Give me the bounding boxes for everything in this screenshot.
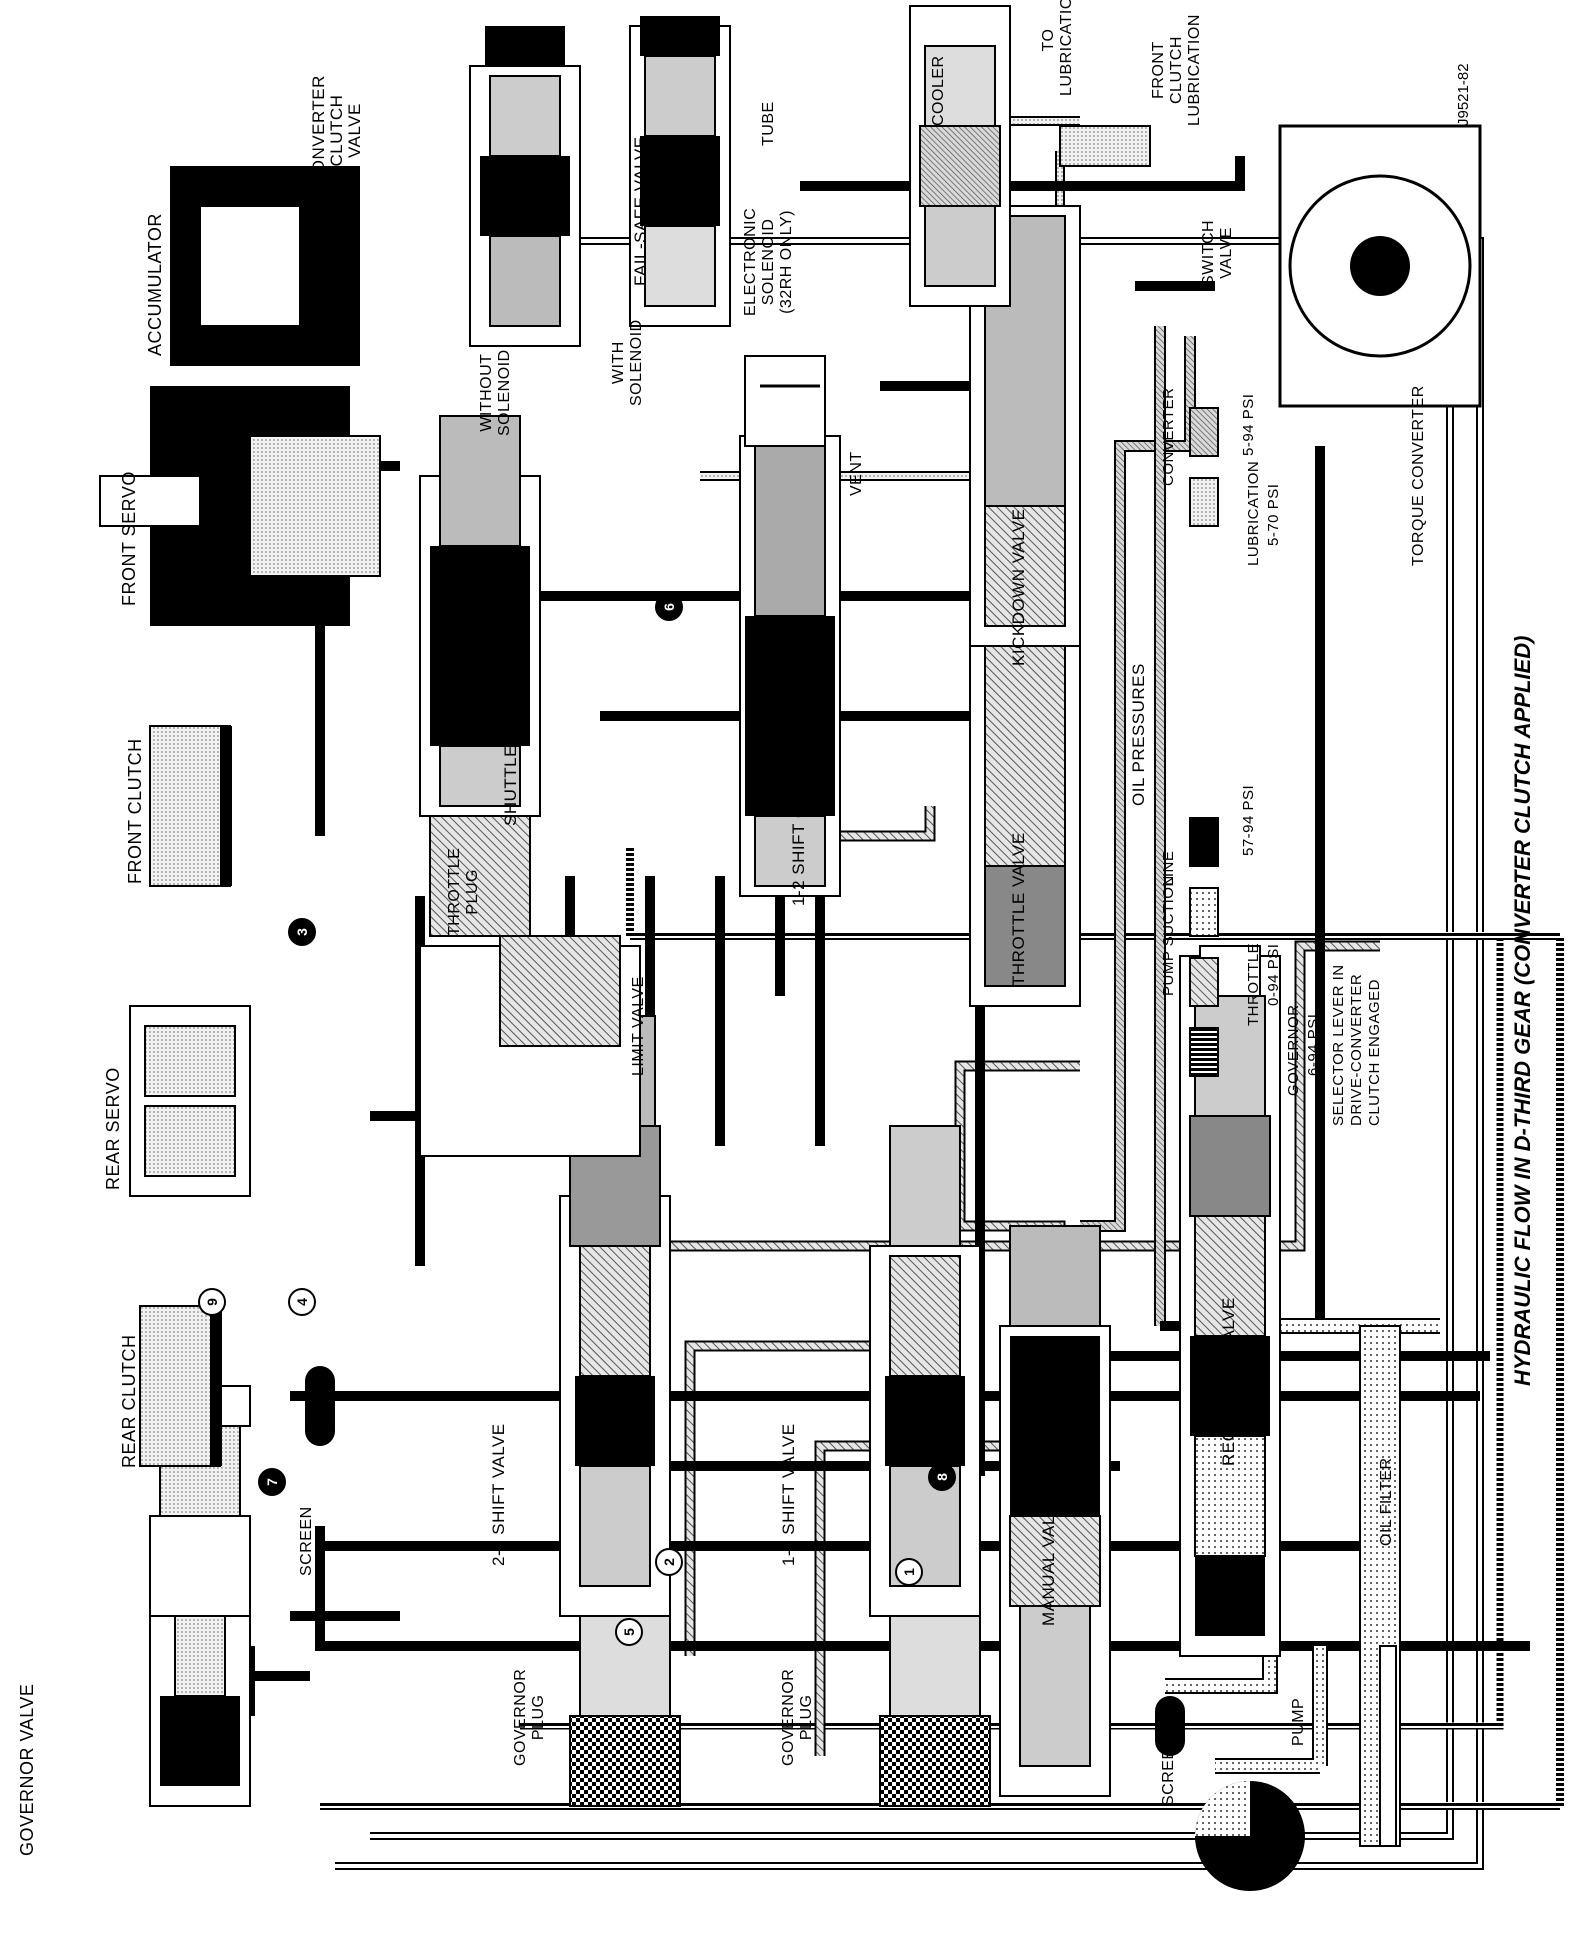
torque-converter-label: TORQUE CONVERTER: [1410, 385, 1427, 566]
to-lubrication-label: TO LUBRICATION: [1040, 0, 1075, 96]
switch-valve-body: [909, 5, 1011, 307]
check-ball-9: 9: [198, 1288, 226, 1316]
legend-throttle-psi: 0-94 PSI: [1265, 943, 1282, 1006]
with-solenoid-label: WITH SOLENOID: [610, 319, 645, 406]
check-ball-5: 5: [615, 1618, 643, 1646]
fail-safe-valve-label: FAIL-SAFE VALVE: [631, 136, 650, 286]
legend-throttle-name: THROTTLE: [1245, 942, 1262, 1026]
front-servo-body: [99, 386, 381, 626]
legend-swatches: [1189, 407, 1219, 1077]
torque-converter-body: [1278, 124, 1482, 408]
legend-swatch-converter: [1189, 407, 1219, 457]
check-ball-7: 7: [258, 1468, 286, 1496]
throttle-pressure-lines: [594, 806, 1380, 1756]
shift-valve-12-label: 1-2 SHIFT VALVE: [779, 1423, 798, 1566]
shuttle-valve-body: [419, 415, 541, 817]
legend-line-psi: 57-94 PSI: [1240, 784, 1257, 856]
shuttle-valve-label: SHUTTLE VALVE: [501, 685, 520, 826]
shift-valve-23-label: 2-3 SHIFT VALVE: [489, 1423, 508, 1566]
legend-swatch-governor: [1189, 1027, 1219, 1077]
legend-note: SELECTOR LEVER IN DRIVE-CONVERTER CLUTCH…: [1330, 964, 1383, 1126]
pump-label: PUMP: [1290, 1697, 1307, 1746]
front-clutch-lubrication-label: FRONT CLUTCH LUBRICATION: [1150, 14, 1203, 126]
legend-converter-name: CONVERTER: [1160, 387, 1177, 486]
governor-plug-b-label: GOVERNOR PLUG: [780, 1668, 815, 1766]
legend-governor-name: GOVERNOR: [1285, 1004, 1302, 1096]
check-ball-1: 1: [895, 1558, 923, 1586]
governor-plug-a: [569, 1595, 681, 1807]
limit-valve-body: [419, 935, 641, 1157]
pump-symbol: [1195, 1781, 1305, 1891]
governor-plug-b: [879, 1595, 991, 1807]
throttle-plug-label: THROTTLE PLUG: [446, 847, 481, 936]
front-clutch-label: FRONT CLUTCH: [125, 738, 145, 884]
oil-filter-symbol: [1359, 1325, 1401, 1847]
manual-valve-label: MANUAL VALVE: [1039, 1492, 1058, 1626]
screen-right-label: SCREEN: [1160, 1736, 1177, 1806]
rear-servo-label: REAR SERVO: [103, 1067, 123, 1190]
screen-left-label: SCREEN: [298, 1506, 315, 1576]
tube-label: TUBE: [760, 101, 777, 146]
front-clutch-body: [149, 725, 232, 887]
legend-swatch-pump-suction: [1189, 887, 1219, 937]
regulator-valve-label: REGULATOR VALVE: [1219, 1297, 1238, 1466]
legend-swatch-throttle: [1189, 957, 1219, 1007]
legend-heading: OIL PRESSURES: [1129, 663, 1148, 806]
oil-filter-label: OIL FILTER: [1378, 1457, 1395, 1546]
converter-clutch-valve-label: CONVERTER CLUTCH VALVE: [309, 75, 364, 186]
manual-valve-body: [999, 1225, 1111, 1797]
front-servo-label: FRONT SERVO: [119, 471, 139, 606]
converter-clutch-valve-body: [469, 26, 581, 347]
fail-safe-valve-body: [629, 16, 731, 327]
legend-governor-psi: 6-94 PSI: [1305, 1013, 1322, 1076]
check-ball-4: 4: [288, 1288, 316, 1316]
figure-title: HYDRAULIC FLOW IN D-THIRD GEAR (CONVERTE…: [1510, 635, 1535, 1386]
screen-left-symbol: [305, 1366, 335, 1446]
shift-control-valve-label: 1-2 SHIFT CONTROL VALVE: [789, 672, 808, 906]
check-ball-2: 2: [655, 1548, 683, 1576]
rear-clutch-body: [139, 1305, 222, 1467]
check-ball-3: 3: [288, 918, 316, 946]
kickdown-valve-label: KICKDOWN VALVE: [1009, 508, 1028, 666]
governor-valve-label: GOVERNOR VALVE: [17, 1683, 37, 1856]
legend-converter-psi: 5-94 PSI: [1240, 393, 1257, 456]
rear-clutch-label: REAR CLUTCH: [119, 1334, 139, 1468]
throttle-valve-label: THROTTLE VALVE: [1009, 832, 1028, 986]
rear-servo-body: [129, 1005, 251, 1197]
legend-lubrication-name: LUBRICATION: [1245, 460, 1262, 566]
legend-lubrication-psi: 5-70 PSI: [1265, 483, 1282, 546]
legend-swatch-line: [1189, 817, 1219, 867]
vent-label: VENT: [848, 451, 865, 496]
governor-plug-a-label: GOVERNOR PLUG: [512, 1668, 547, 1766]
legend-pump-suction-name: PUMP SUCTION: [1160, 875, 1177, 996]
cooler-body: [1059, 125, 1151, 167]
accumulator-label: ACCUMULATOR: [145, 213, 165, 356]
switch-valve-label: SWITCH VALVE: [1200, 219, 1235, 286]
check-ball-8: 8: [928, 1463, 956, 1491]
figure-reference: J9521-82: [1455, 63, 1472, 126]
cooler-label: COOLER: [930, 55, 947, 126]
limit-valve-label: LIMIT VALVE: [630, 976, 647, 1076]
shift-valve-12-body: [869, 1125, 981, 1617]
throttle-valve-body: [969, 645, 1081, 1007]
screen-right-symbol: [1155, 1696, 1185, 1756]
shift-control-valve-body: [739, 435, 841, 897]
legend-swatch-lubrication: [1189, 477, 1219, 527]
electronic-solenoid-body: [744, 355, 826, 447]
check-ball-6: 6: [655, 593, 683, 621]
electronic-solenoid-label: ELECTRONIC SOLENOID (32RH ONLY): [742, 207, 795, 316]
without-solenoid-label: WITHOUT SOLENOID: [478, 349, 513, 436]
accumulator-body: [170, 166, 360, 366]
